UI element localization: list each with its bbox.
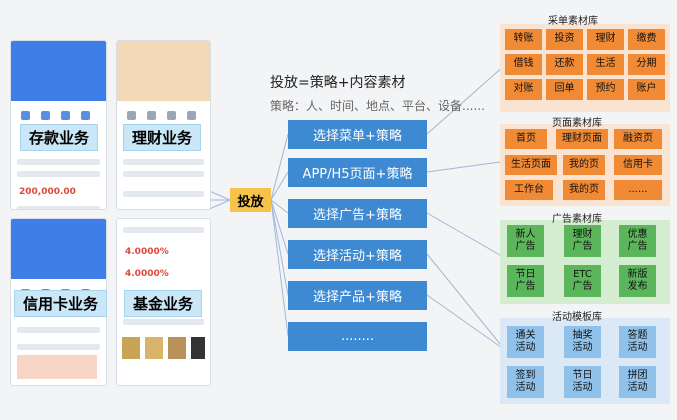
activity-item: 抽奖活动 <box>564 326 601 358</box>
hub-toufang: 投放 <box>230 188 271 212</box>
btn-select-activity: 选择活动+策略 <box>288 240 427 269</box>
btn-select-product: 选择产品+策略 <box>288 281 427 310</box>
page-item: ...... <box>614 180 662 200</box>
fund-business-label: 基金业务 <box>124 290 203 317</box>
activity-item: 通关活动 <box>507 326 544 358</box>
deposit-business-label: 存款业务 <box>20 124 99 151</box>
diagram-heading: 投放=策略+内容素材 <box>270 75 406 91</box>
page-item: 生活页面 <box>505 155 557 175</box>
ad-item: 新版发布 <box>619 265 656 297</box>
menu-item: 理财 <box>587 29 624 50</box>
menu-item: 账户 <box>628 79 665 100</box>
ad-item: 新人广告 <box>507 225 544 257</box>
activity-item: 答题活动 <box>619 326 656 358</box>
menu-item: 对账 <box>505 79 542 100</box>
activity-item: 签到活动 <box>507 366 544 398</box>
page-item: 首页 <box>505 129 547 149</box>
strategy-description: 策略：人、时间、地点、平台、设备...... <box>270 99 485 113</box>
page-item: 信用卡 <box>614 155 662 175</box>
menu-item: 转账 <box>505 29 542 50</box>
phone-credit-card <box>10 218 107 386</box>
page-item: 我的页 <box>563 180 605 200</box>
menu-item: 还款 <box>546 54 583 75</box>
menu-item: 预约 <box>587 79 624 100</box>
fund-rate-1: 4.0000% <box>125 247 169 257</box>
menu-item: 生活 <box>587 54 624 75</box>
menu-item: 投资 <box>546 29 583 50</box>
btn-select-ad: 选择广告+策略 <box>288 199 427 228</box>
btn-more: ........ <box>288 322 427 351</box>
activity-item: 节日活动 <box>564 366 601 398</box>
page-item: 我的页 <box>563 155 605 175</box>
menu-library-title: 采单素材库 <box>548 16 598 27</box>
ad-item: 节日广告 <box>507 265 544 297</box>
page-item: 工作台 <box>505 180 553 200</box>
menu-item: 借钱 <box>505 54 542 75</box>
page-item: 融资页 <box>614 129 662 149</box>
credit-card-business-label: 信用卡业务 <box>14 290 108 317</box>
deposit-amount: 200,000.00 <box>19 187 76 197</box>
wealth-business-label: 理财业务 <box>123 124 202 151</box>
menu-item: 分期 <box>628 54 665 75</box>
activity-item: 拼团活动 <box>619 366 656 398</box>
credit-banner <box>17 355 97 379</box>
ad-item: 理财广告 <box>564 225 601 257</box>
menu-item: 缴费 <box>628 29 665 50</box>
activity-library-title: 活动模板库 <box>552 312 602 323</box>
fund-rate-2: 4.0000% <box>125 269 169 279</box>
btn-app-h5-page: APP/H5页面+策略 <box>288 158 427 187</box>
ad-item: 优惠广告 <box>619 225 656 257</box>
page-library-title: 页面素材库 <box>552 118 602 129</box>
menu-item: 回单 <box>546 79 583 100</box>
btn-select-menu: 选择菜单+策略 <box>288 120 427 149</box>
ad-library-title: 广告素材库 <box>552 214 602 225</box>
page-item: 理财页面 <box>556 129 608 149</box>
